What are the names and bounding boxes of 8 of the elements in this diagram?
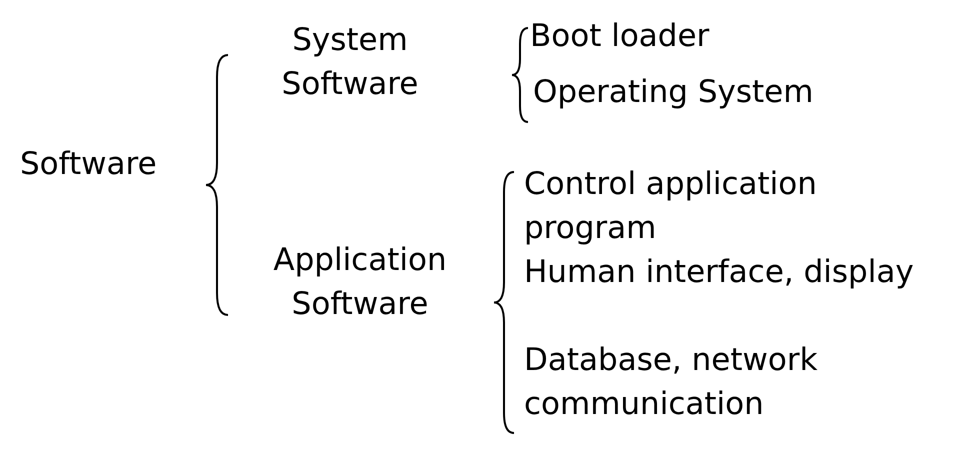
category-label: Software (20, 145, 158, 184)
category-label: Operating System (533, 73, 814, 112)
category-label: Application Software (272, 241, 448, 324)
category-label: Human interface, display (524, 253, 915, 292)
category-label: System Software (280, 21, 420, 104)
category-label: Control application program (524, 165, 818, 248)
category-label: Boot loader (530, 17, 710, 56)
category-label: Database, network communication (524, 341, 819, 424)
